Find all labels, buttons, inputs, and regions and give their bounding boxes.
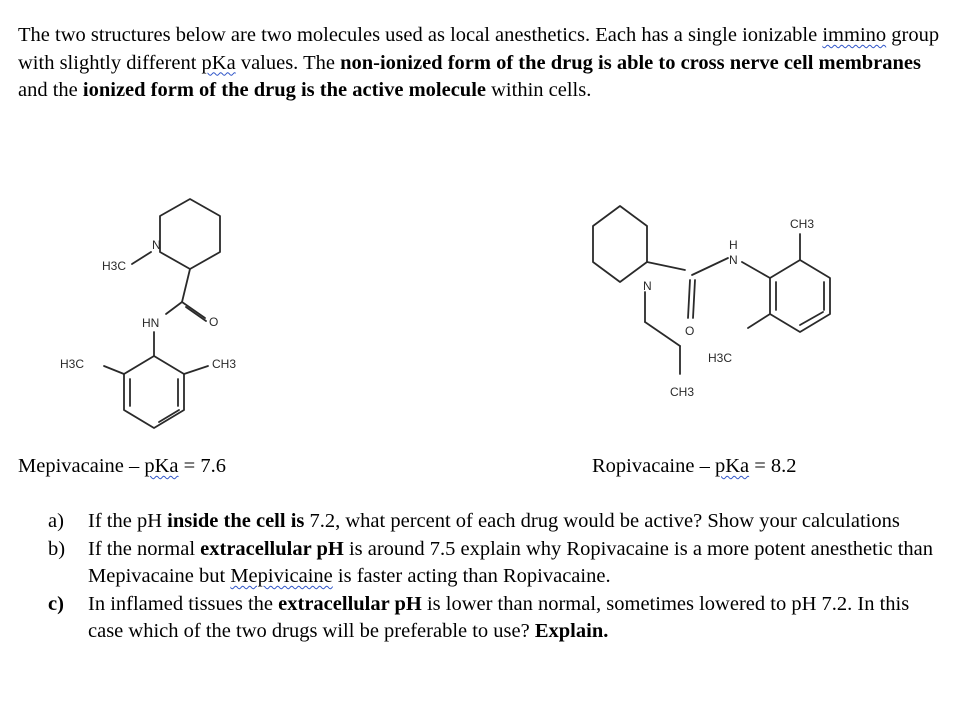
mepivacaine-n-methyl-bond bbox=[131, 251, 152, 265]
intro-paragraph: The two structures below are two molecul… bbox=[18, 22, 948, 105]
intro-text-3: values. The bbox=[235, 51, 341, 74]
question-c-label: c) bbox=[48, 592, 64, 615]
question-c-bold-2: Explain. bbox=[534, 620, 609, 642]
ropivacaine-piperidine-ring bbox=[592, 205, 648, 283]
question-c: c) In inflamed tissues the extracellular … bbox=[48, 591, 948, 646]
mepivacaine-n-label: N bbox=[152, 238, 161, 252]
mepivacaine-pka-value: = 7.6 bbox=[178, 455, 226, 477]
mepivacaine-h3c-top-label: H3C bbox=[102, 259, 126, 273]
ropivacaine-ring-carbonyl-bond bbox=[646, 261, 686, 271]
mepivacaine-amide-bond bbox=[165, 301, 183, 315]
mepivacaine-benzene-ring bbox=[123, 355, 185, 429]
questions-list: a) If the pH inside the cell is 7.2, what… bbox=[48, 508, 948, 646]
question-a-label: a) bbox=[48, 510, 64, 532]
spellcheck-word-immino: immino bbox=[822, 24, 887, 46]
intro-bold-nonionized: non-ionized form of the drug is able to … bbox=[340, 51, 922, 74]
mepivacaine-left-methyl-bond bbox=[103, 365, 125, 375]
question-b: b) If the normal extracellular pH is arou… bbox=[48, 536, 948, 591]
mepivacaine-pka-word: pKa bbox=[144, 455, 179, 477]
ropivacaine-benzene-ring bbox=[769, 259, 831, 333]
ropivacaine-amide-bond bbox=[691, 257, 729, 276]
mepivacaine-right-methyl-bond bbox=[183, 365, 209, 375]
mepivacaine-hn-label: HN bbox=[142, 316, 159, 330]
intro-bold-ionized: ionized form of the drug is the active m… bbox=[82, 79, 486, 101]
ropivacaine-n-phenyl-bond bbox=[741, 261, 771, 279]
question-a-bold: inside the cell is bbox=[167, 510, 305, 532]
question-b-bold: extracellular pH bbox=[200, 537, 344, 560]
ropivacaine-pka-word: pKa bbox=[714, 455, 750, 477]
mepivacaine-h3c-left-label: H3C bbox=[60, 357, 84, 371]
question-a: a) If the pH inside the cell is 7.2, what… bbox=[48, 508, 948, 536]
question-c-text-2: is lower than normal, sometimes lowered … bbox=[88, 592, 910, 643]
ropivacaine-carbonyl-bond-1 bbox=[687, 279, 691, 319]
question-b-text-3: is faster acting than Ropivacaine. bbox=[332, 565, 611, 587]
intro-text-4: and the bbox=[18, 79, 83, 101]
spellcheck-word-pka: pKa bbox=[201, 51, 236, 74]
mepivacaine-carbonyl-bond-1 bbox=[181, 301, 206, 319]
mepivacaine-o-label: O bbox=[209, 315, 218, 329]
mepivacaine-caption: Mepivacaine – pKa = 7.6 bbox=[18, 454, 226, 478]
ropivacaine-structure: N CH3 O H N CH3 H3C bbox=[592, 205, 831, 399]
mepivacaine-carbonyl-bond-2 bbox=[185, 306, 207, 322]
question-b-label: b) bbox=[48, 537, 66, 560]
ropivacaine-o-label: O bbox=[685, 324, 694, 338]
mepivacaine-ring-carbonyl-bond bbox=[181, 268, 191, 303]
ropivacaine-pka-value: = 8.2 bbox=[749, 455, 797, 477]
ropivacaine-caption: Ropivacaine – pKa = 8.2 bbox=[592, 454, 797, 478]
intro-text-1: The two structures below are two molecul… bbox=[18, 24, 823, 46]
mepivacaine-name: Mepivacaine – bbox=[18, 455, 145, 477]
ropivacaine-n-label: N bbox=[643, 279, 652, 293]
question-a-text-2: 7.2, what percent of each drug would be … bbox=[304, 510, 900, 532]
ropivacaine-n2-label: N bbox=[729, 253, 738, 267]
ropivacaine-ch3-bottom-label: CH3 bbox=[670, 385, 694, 399]
question-b-text-2: is around 7.5 explain why Ropivacaine is… bbox=[88, 537, 934, 588]
ropivacaine-h3c-label: H3C bbox=[708, 351, 732, 365]
mepivacaine-structure: N H3C O HN H3C CH3 bbox=[60, 198, 236, 429]
mepivacaine-piperidine-ring bbox=[159, 198, 221, 270]
ropivacaine-propyl-bond-2 bbox=[644, 321, 681, 347]
question-c-text-1: In inflamed tissues the bbox=[88, 592, 279, 615]
ropivacaine-ch3-top-label: CH3 bbox=[790, 217, 814, 231]
mepivacaine-ch3-right-label: CH3 bbox=[212, 357, 236, 371]
ropivacaine-carbonyl-bond-2 bbox=[692, 279, 696, 319]
ropivacaine-h-label: H bbox=[729, 238, 738, 252]
ropivacaine-left-methyl-bond bbox=[747, 313, 771, 329]
question-b-text-1: If the normal bbox=[88, 537, 201, 560]
question-c-bold-1: extracellular pH bbox=[278, 592, 422, 615]
ropivacaine-name: Ropivacaine – bbox=[592, 455, 715, 477]
question-a-text-1: If the pH bbox=[88, 510, 168, 532]
intro-text-2: group with slightly different bbox=[18, 24, 940, 74]
intro-text-5: within cells. bbox=[486, 79, 592, 101]
spellcheck-word-mepivicaine: Mepivicaine bbox=[230, 565, 333, 587]
